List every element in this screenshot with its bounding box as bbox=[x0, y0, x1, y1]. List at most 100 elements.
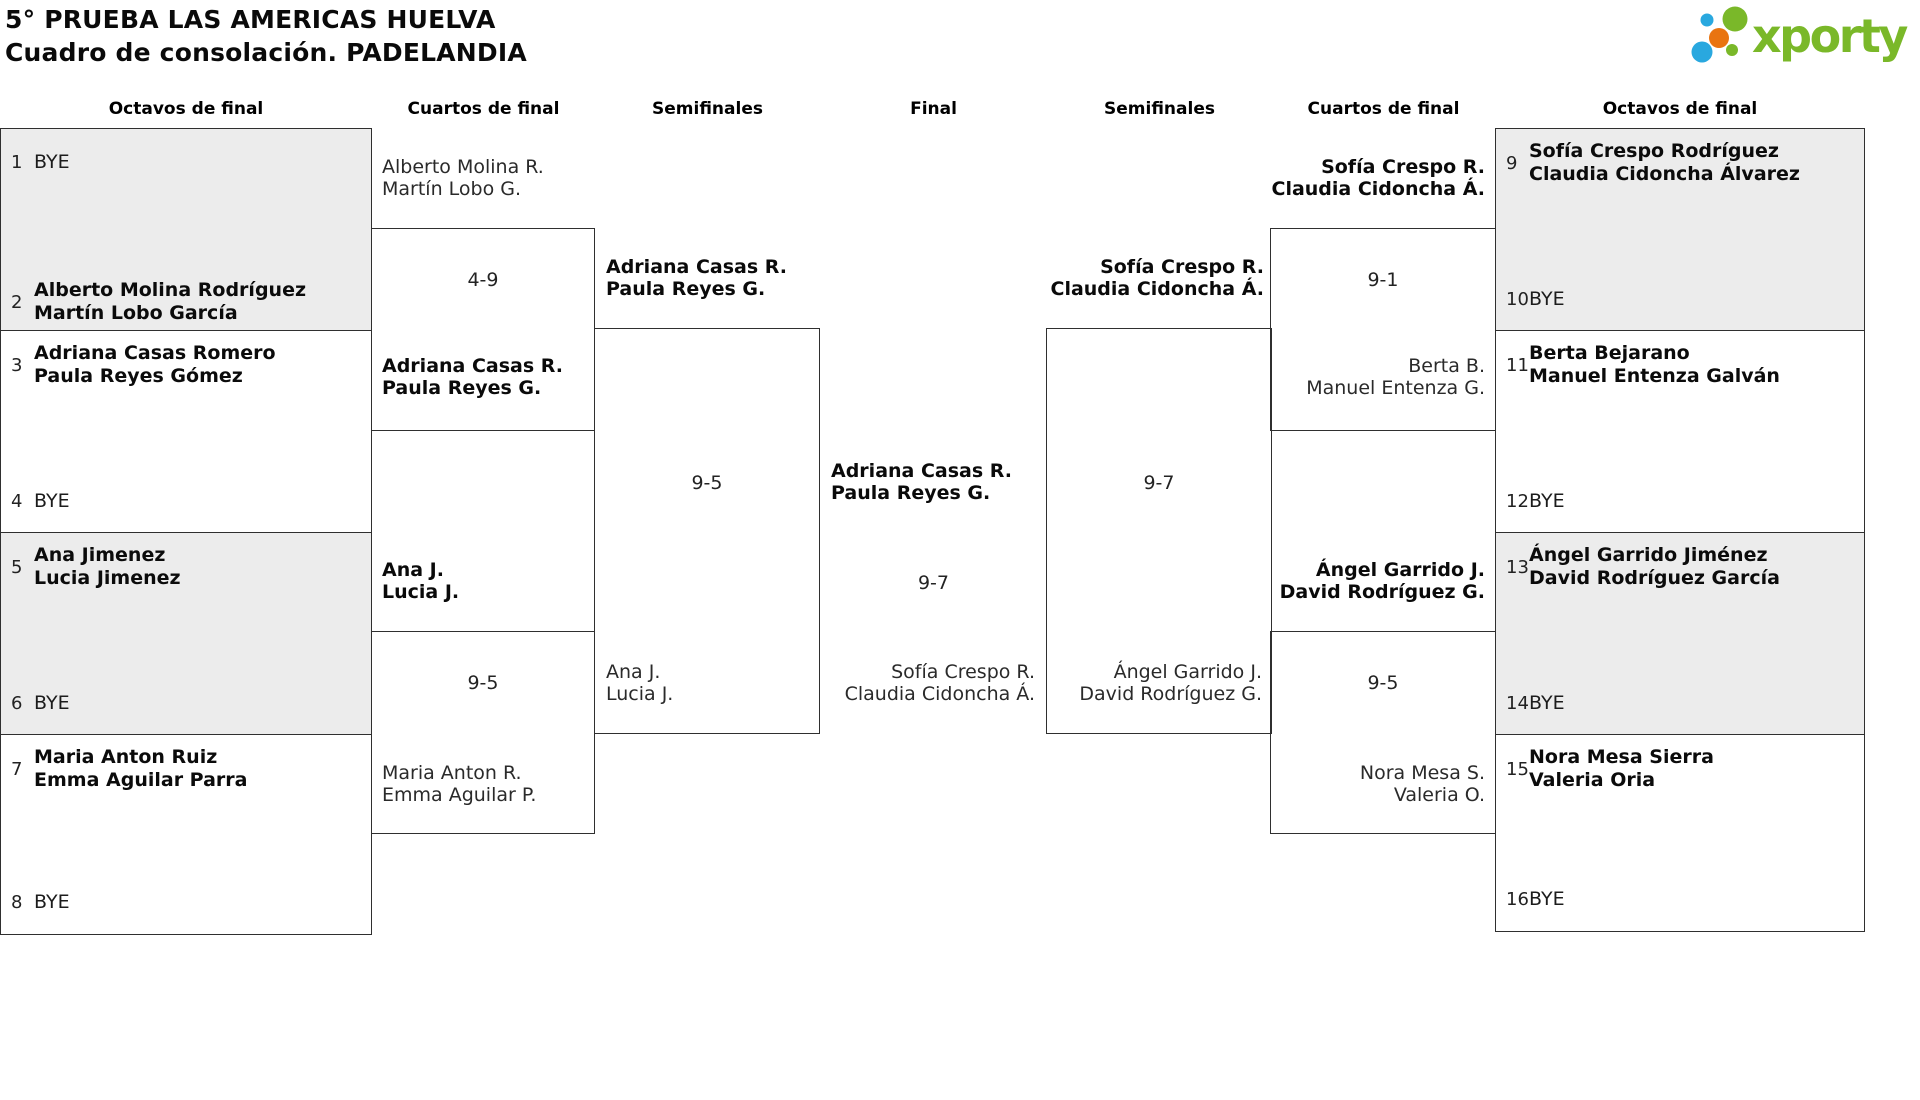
player-name: Nora Mesa S. bbox=[1359, 762, 1485, 784]
bracket-slot-16: 16 BYE bbox=[1496, 888, 1864, 910]
team-label: Ángel Garrido J. David Rodríguez G. bbox=[1280, 559, 1485, 603]
right-octavos-box: 9 Sofía Crespo Rodríguez Claudia Cidonch… bbox=[1495, 128, 1865, 932]
player-name: Claudia Cidoncha Á. bbox=[1050, 277, 1265, 300]
seed-number: 16 bbox=[1506, 888, 1529, 910]
player-name: Berta B. bbox=[1408, 355, 1485, 377]
player-name: Maria Anton R. bbox=[382, 762, 522, 784]
bye-label: BYE bbox=[34, 692, 70, 714]
seed-number: 7 bbox=[11, 758, 23, 780]
logo-dot-blue-small bbox=[1700, 13, 1714, 27]
final-score: 9-7 bbox=[917, 572, 950, 594]
player-name: Manuel Entenza G. bbox=[1306, 376, 1485, 399]
player-name: Emma Aguilar Parra bbox=[34, 769, 248, 791]
player-name: Nora Mesa Sierra bbox=[1529, 746, 1714, 768]
match-score: 9-1 bbox=[1367, 269, 1399, 291]
match-cell: 15 Nora Mesa Sierra Valeria Oria 16 BYE bbox=[1496, 734, 1864, 930]
player-name: Ana J. bbox=[606, 661, 661, 683]
match-cell: 11 Berta Bejarano Manuel Entenza Galván … bbox=[1496, 330, 1864, 532]
team-label: Adriana Casas R. Paula Reyes G. bbox=[382, 355, 563, 399]
bracket-slot-5: 5 Ana Jimenez Lucia Jimenez bbox=[1, 544, 371, 590]
player-name: Alberto Molina Rodríguez bbox=[34, 279, 307, 301]
bracket-slot-6: 6 BYE bbox=[1, 692, 371, 714]
right-quarterfinal-2-box bbox=[1270, 631, 1496, 834]
logo-dot-green-large bbox=[1722, 6, 1748, 32]
team-label: Berta B. Manuel Entenza G. bbox=[1306, 355, 1485, 399]
player-name: Adriana Casas R. bbox=[831, 460, 1012, 482]
bracket-slot-3: 3 Adriana Casas Romero Paula Reyes Gómez bbox=[1, 342, 371, 388]
match-cell: 7 Maria Anton Ruiz Emma Aguilar Parra 8 … bbox=[1, 734, 371, 933]
seed-number: 9 bbox=[1506, 152, 1518, 174]
team-label: Alberto Molina R. Martín Lobo G. bbox=[382, 156, 544, 200]
match-cell: 9 Sofía Crespo Rodríguez Claudia Cidonch… bbox=[1496, 129, 1864, 330]
player-name: Claudia Cidoncha Á. bbox=[1271, 177, 1486, 200]
seed-number: 10 bbox=[1506, 288, 1529, 310]
player-name: Maria Anton Ruiz bbox=[34, 746, 218, 768]
bye-label: BYE bbox=[1529, 288, 1565, 310]
bracket-slot-9: 9 Sofía Crespo Rodríguez Claudia Cidonch… bbox=[1496, 140, 1864, 186]
team-label: Ana J. Lucia J. bbox=[382, 559, 460, 603]
match-cell: 1 BYE 2 Alberto Molina Rodríguez Martín … bbox=[1, 129, 371, 330]
player-name: Adriana Casas R. bbox=[382, 355, 563, 377]
left-octavos-box: 1 BYE 2 Alberto Molina Rodríguez Martín … bbox=[0, 128, 372, 935]
header-left-cuartos: Cuartos de final bbox=[407, 99, 560, 119]
right-quarterfinal-1-box bbox=[1270, 228, 1496, 431]
player-name: David Rodríguez G. bbox=[1079, 682, 1262, 705]
xporty-logo[interactable]: xporty bbox=[1686, 2, 1916, 70]
tournament-name: 5° PRUEBA LAS AMERICAS HUELVA bbox=[5, 5, 496, 34]
player-name: Valeria O. bbox=[1393, 783, 1485, 806]
logo-wordmark: xporty bbox=[1752, 9, 1908, 63]
player-name: Sofía Crespo Rodríguez bbox=[1529, 140, 1779, 162]
player-name: Paula Reyes G. bbox=[382, 376, 542, 399]
seed-number: 5 bbox=[11, 556, 23, 578]
header-final: Final bbox=[910, 99, 957, 119]
player-name: Sofía Crespo R. bbox=[891, 661, 1035, 683]
player-name: Ana Jimenez bbox=[34, 544, 166, 566]
bracket-slot-1: 1 BYE bbox=[1, 151, 371, 173]
seed-number: 14 bbox=[1506, 692, 1529, 714]
player-name: Ángel Garrido Jiménez bbox=[1529, 544, 1768, 566]
player-name: Ángel Garrido J. bbox=[1113, 661, 1262, 683]
bracket-slot-11: 11 Berta Bejarano Manuel Entenza Galván bbox=[1496, 342, 1864, 388]
match-score: 9-7 bbox=[1143, 472, 1175, 494]
seed-number: 6 bbox=[11, 692, 23, 714]
logo-dot-blue-large bbox=[1691, 41, 1713, 63]
match-cell: 5 Ana Jimenez Lucia Jimenez 6 BYE bbox=[1, 532, 371, 734]
bracket-slot-13: 13 Ángel Garrido Jiménez David Rodríguez… bbox=[1496, 544, 1864, 590]
header-right-cuartos: Cuartos de final bbox=[1307, 99, 1460, 119]
bracket-subtitle: Cuadro de consolación. PADELANDIA bbox=[5, 38, 527, 67]
match-score: 9-5 bbox=[1367, 672, 1399, 694]
player-name: Lucia J. bbox=[606, 682, 674, 705]
match-score: 4-9 bbox=[467, 269, 499, 291]
seed-number: 4 bbox=[11, 490, 23, 512]
logo-dot-green-small bbox=[1726, 44, 1738, 56]
player-name: Claudia Cidoncha Á. bbox=[844, 682, 1035, 705]
player-name: Martín Lobo García bbox=[34, 302, 238, 324]
player-name: Lucia Jimenez bbox=[34, 567, 181, 589]
player-name: Emma Aguilar P. bbox=[382, 783, 537, 806]
final-runnerup-label: Sofía Crespo R. Claudia Cidoncha Á. bbox=[844, 661, 1035, 705]
player-name: Paula Reyes Gómez bbox=[34, 365, 243, 387]
bye-label: BYE bbox=[34, 151, 70, 173]
team-label: Adriana Casas R. Paula Reyes G. bbox=[606, 256, 787, 300]
player-name: Lucia J. bbox=[382, 580, 460, 603]
match-cell: 3 Adriana Casas Romero Paula Reyes Gómez… bbox=[1, 330, 371, 532]
player-name: Sofía Crespo R. bbox=[1321, 156, 1485, 178]
bracket-slot-2: 2 Alberto Molina Rodríguez Martín Lobo G… bbox=[1, 279, 371, 325]
player-name: Berta Bejarano bbox=[1529, 342, 1690, 364]
bracket-slot-8: 8 BYE bbox=[1, 891, 371, 913]
match-score: 9-5 bbox=[691, 472, 723, 494]
bracket-slot-15: 15 Nora Mesa Sierra Valeria Oria bbox=[1496, 746, 1864, 792]
page-title: 5° PRUEBA LAS AMERICAS HUELVA Cuadro de … bbox=[5, 3, 527, 69]
bracket-slot-12: 12 BYE bbox=[1496, 490, 1864, 512]
bye-label: BYE bbox=[34, 891, 70, 913]
team-label: Maria Anton R. Emma Aguilar P. bbox=[382, 762, 537, 806]
header-left-octavos: Octavos de final bbox=[108, 99, 264, 119]
header-left-semifinales: Semifinales bbox=[652, 99, 763, 119]
bye-label: BYE bbox=[1529, 888, 1565, 910]
team-label: Nora Mesa S. Valeria O. bbox=[1359, 762, 1485, 806]
bye-label: BYE bbox=[1529, 692, 1565, 714]
team-label: Sofía Crespo R. Claudia Cidoncha Á. bbox=[1050, 256, 1265, 300]
seed-number: 8 bbox=[11, 891, 23, 913]
left-quarterfinal-1-box bbox=[371, 228, 595, 431]
